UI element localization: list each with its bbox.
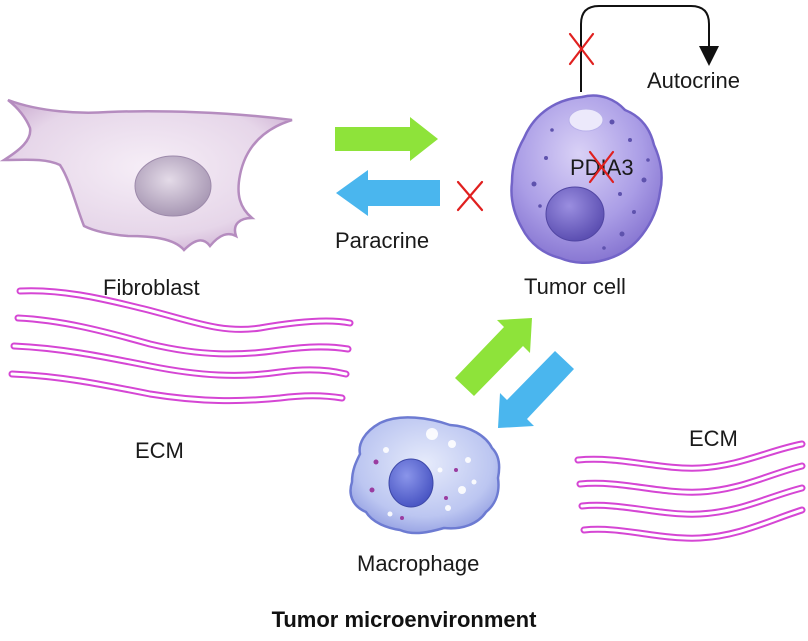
paracrine-inhibition-x-icon: [456, 180, 484, 212]
tumor-cell-label: Tumor cell: [524, 274, 626, 299]
ecm-fibers-left: [8, 287, 354, 405]
ecm-right-label: ECM: [689, 426, 738, 451]
ecm-left-label: ECM: [135, 438, 184, 463]
tumor-cell-granules: [531, 119, 650, 250]
tumor-cell: [510, 94, 663, 264]
macrophage-vacuoles: [383, 428, 477, 517]
autocrine-loop-arrow: [580, 5, 719, 92]
paracrine-label: Paracrine: [335, 228, 429, 253]
fibroblast-label: Fibroblast: [103, 275, 200, 300]
autocrine-label: Autocrine: [647, 68, 740, 93]
macrophage-label: Macrophage: [357, 551, 479, 576]
tumor-cell-nucleus: [545, 186, 605, 242]
green-arrow-to-tumor: [335, 117, 438, 161]
autocrine-inhibition-x-icon: [568, 32, 595, 66]
tumor-cell-vacuole: [568, 108, 604, 132]
macrophage-granules: [369, 459, 458, 520]
gene-inhibition-x-icon: [588, 150, 615, 184]
blue-arrow-to-fibroblast: [336, 170, 440, 216]
blue-arrow-to-macrophage: [498, 351, 574, 428]
macrophage-cell: [349, 416, 501, 535]
fibroblast-nucleus: [134, 155, 212, 217]
fibroblast-cell: [0, 98, 293, 252]
ecm-fibers-right: [574, 440, 806, 542]
macrophage-nucleus: [388, 458, 434, 508]
diagram-title: Tumor microenvironment: [272, 607, 538, 632]
green-arrow-to-tumor-from-macrophage: [455, 318, 532, 396]
